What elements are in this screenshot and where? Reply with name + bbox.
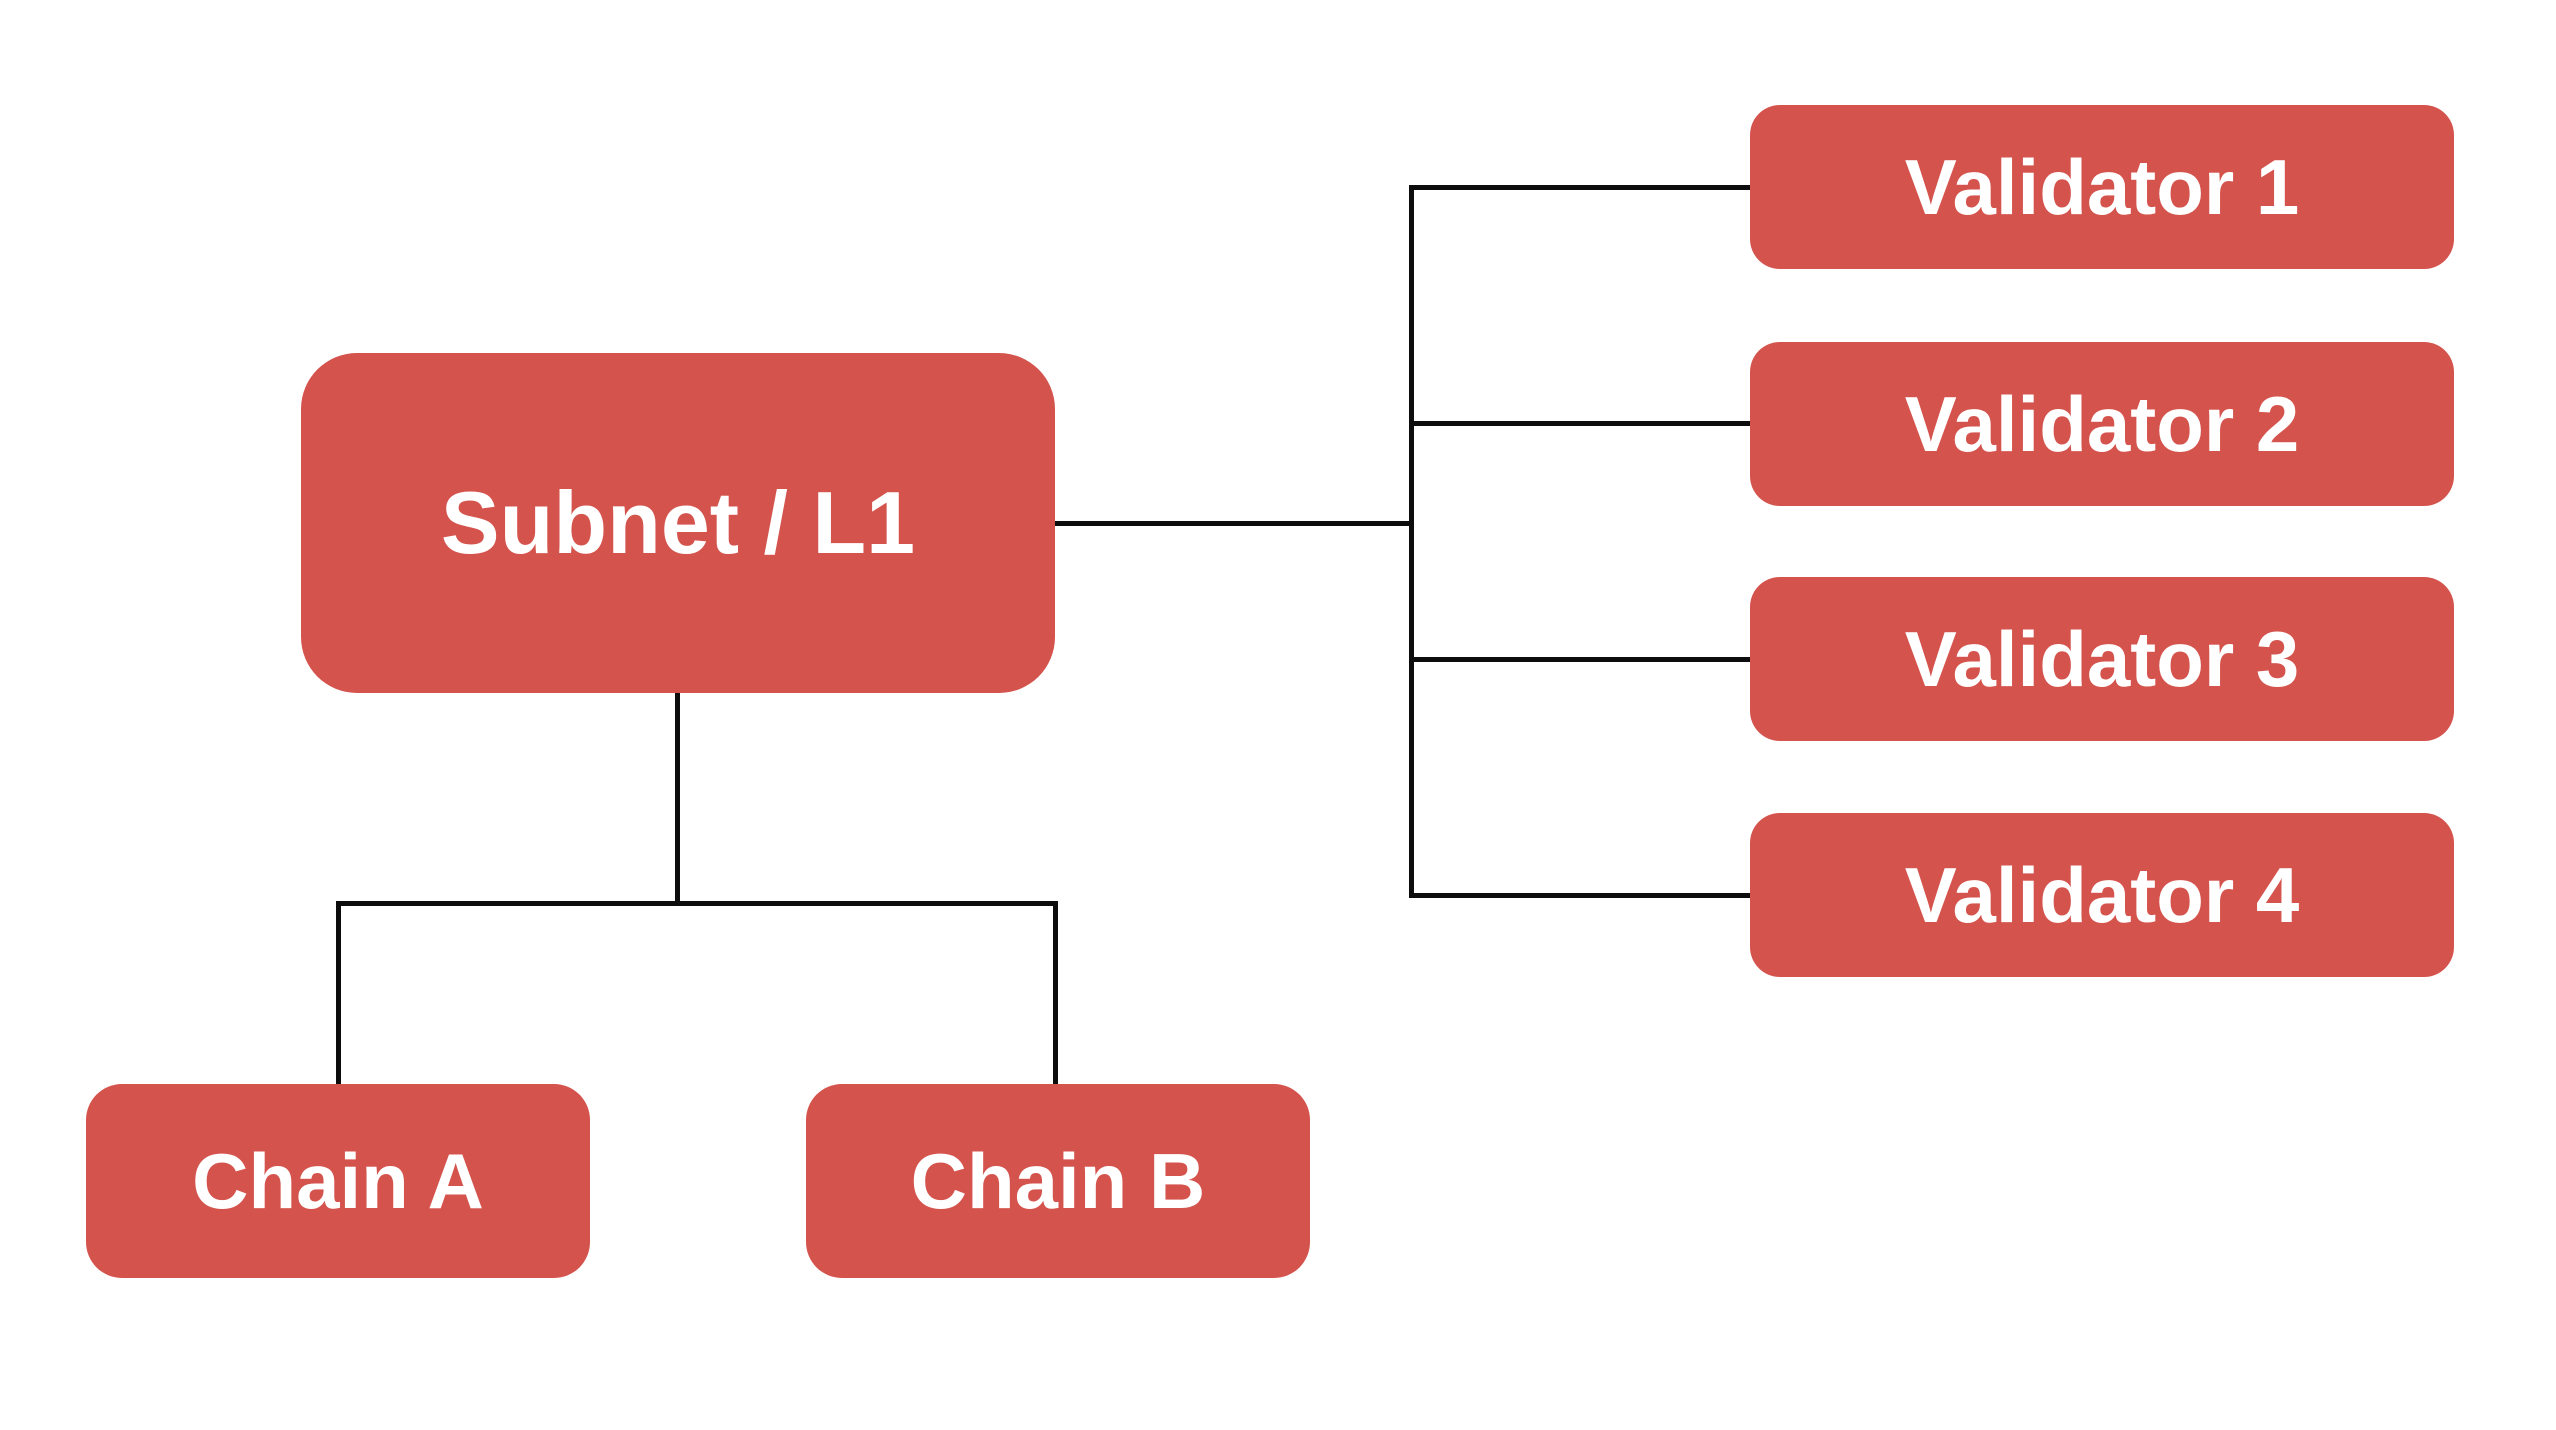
node-validator-2: Validator 2 [1750,342,2454,506]
node-validator-3-label: Validator 3 [1904,615,2300,703]
node-validator-4: Validator 4 [1750,813,2454,977]
connector-subnet-to-chains [675,693,680,906]
connector-branch-validator-4 [1409,893,1750,898]
node-chain-a: Chain A [86,1084,590,1278]
node-validator-4-label: Validator 4 [1904,851,2300,939]
connector-validators-trunk [1409,185,1414,898]
connector-branch-validator-1 [1409,185,1750,190]
connector-branch-validator-2 [1409,421,1750,426]
node-chain-b: Chain B [806,1084,1310,1278]
node-chain-a-label: Chain A [192,1137,484,1225]
node-validator-2-label: Validator 2 [1904,380,2300,468]
node-chain-b-label: Chain B [910,1137,1206,1225]
node-validator-1-label: Validator 1 [1904,143,2300,231]
node-subnet-l1: Subnet / L1 [301,353,1055,693]
connector-chains-rail [336,901,1058,906]
node-validator-3: Validator 3 [1750,577,2454,741]
connector-drop-chain-a [336,901,341,1084]
connector-drop-chain-b [1053,901,1058,1084]
connector-branch-validator-3 [1409,657,1750,662]
node-subnet-l1-label: Subnet / L1 [440,473,916,572]
node-validator-1: Validator 1 [1750,105,2454,269]
connector-subnet-to-validators [1055,521,1414,526]
